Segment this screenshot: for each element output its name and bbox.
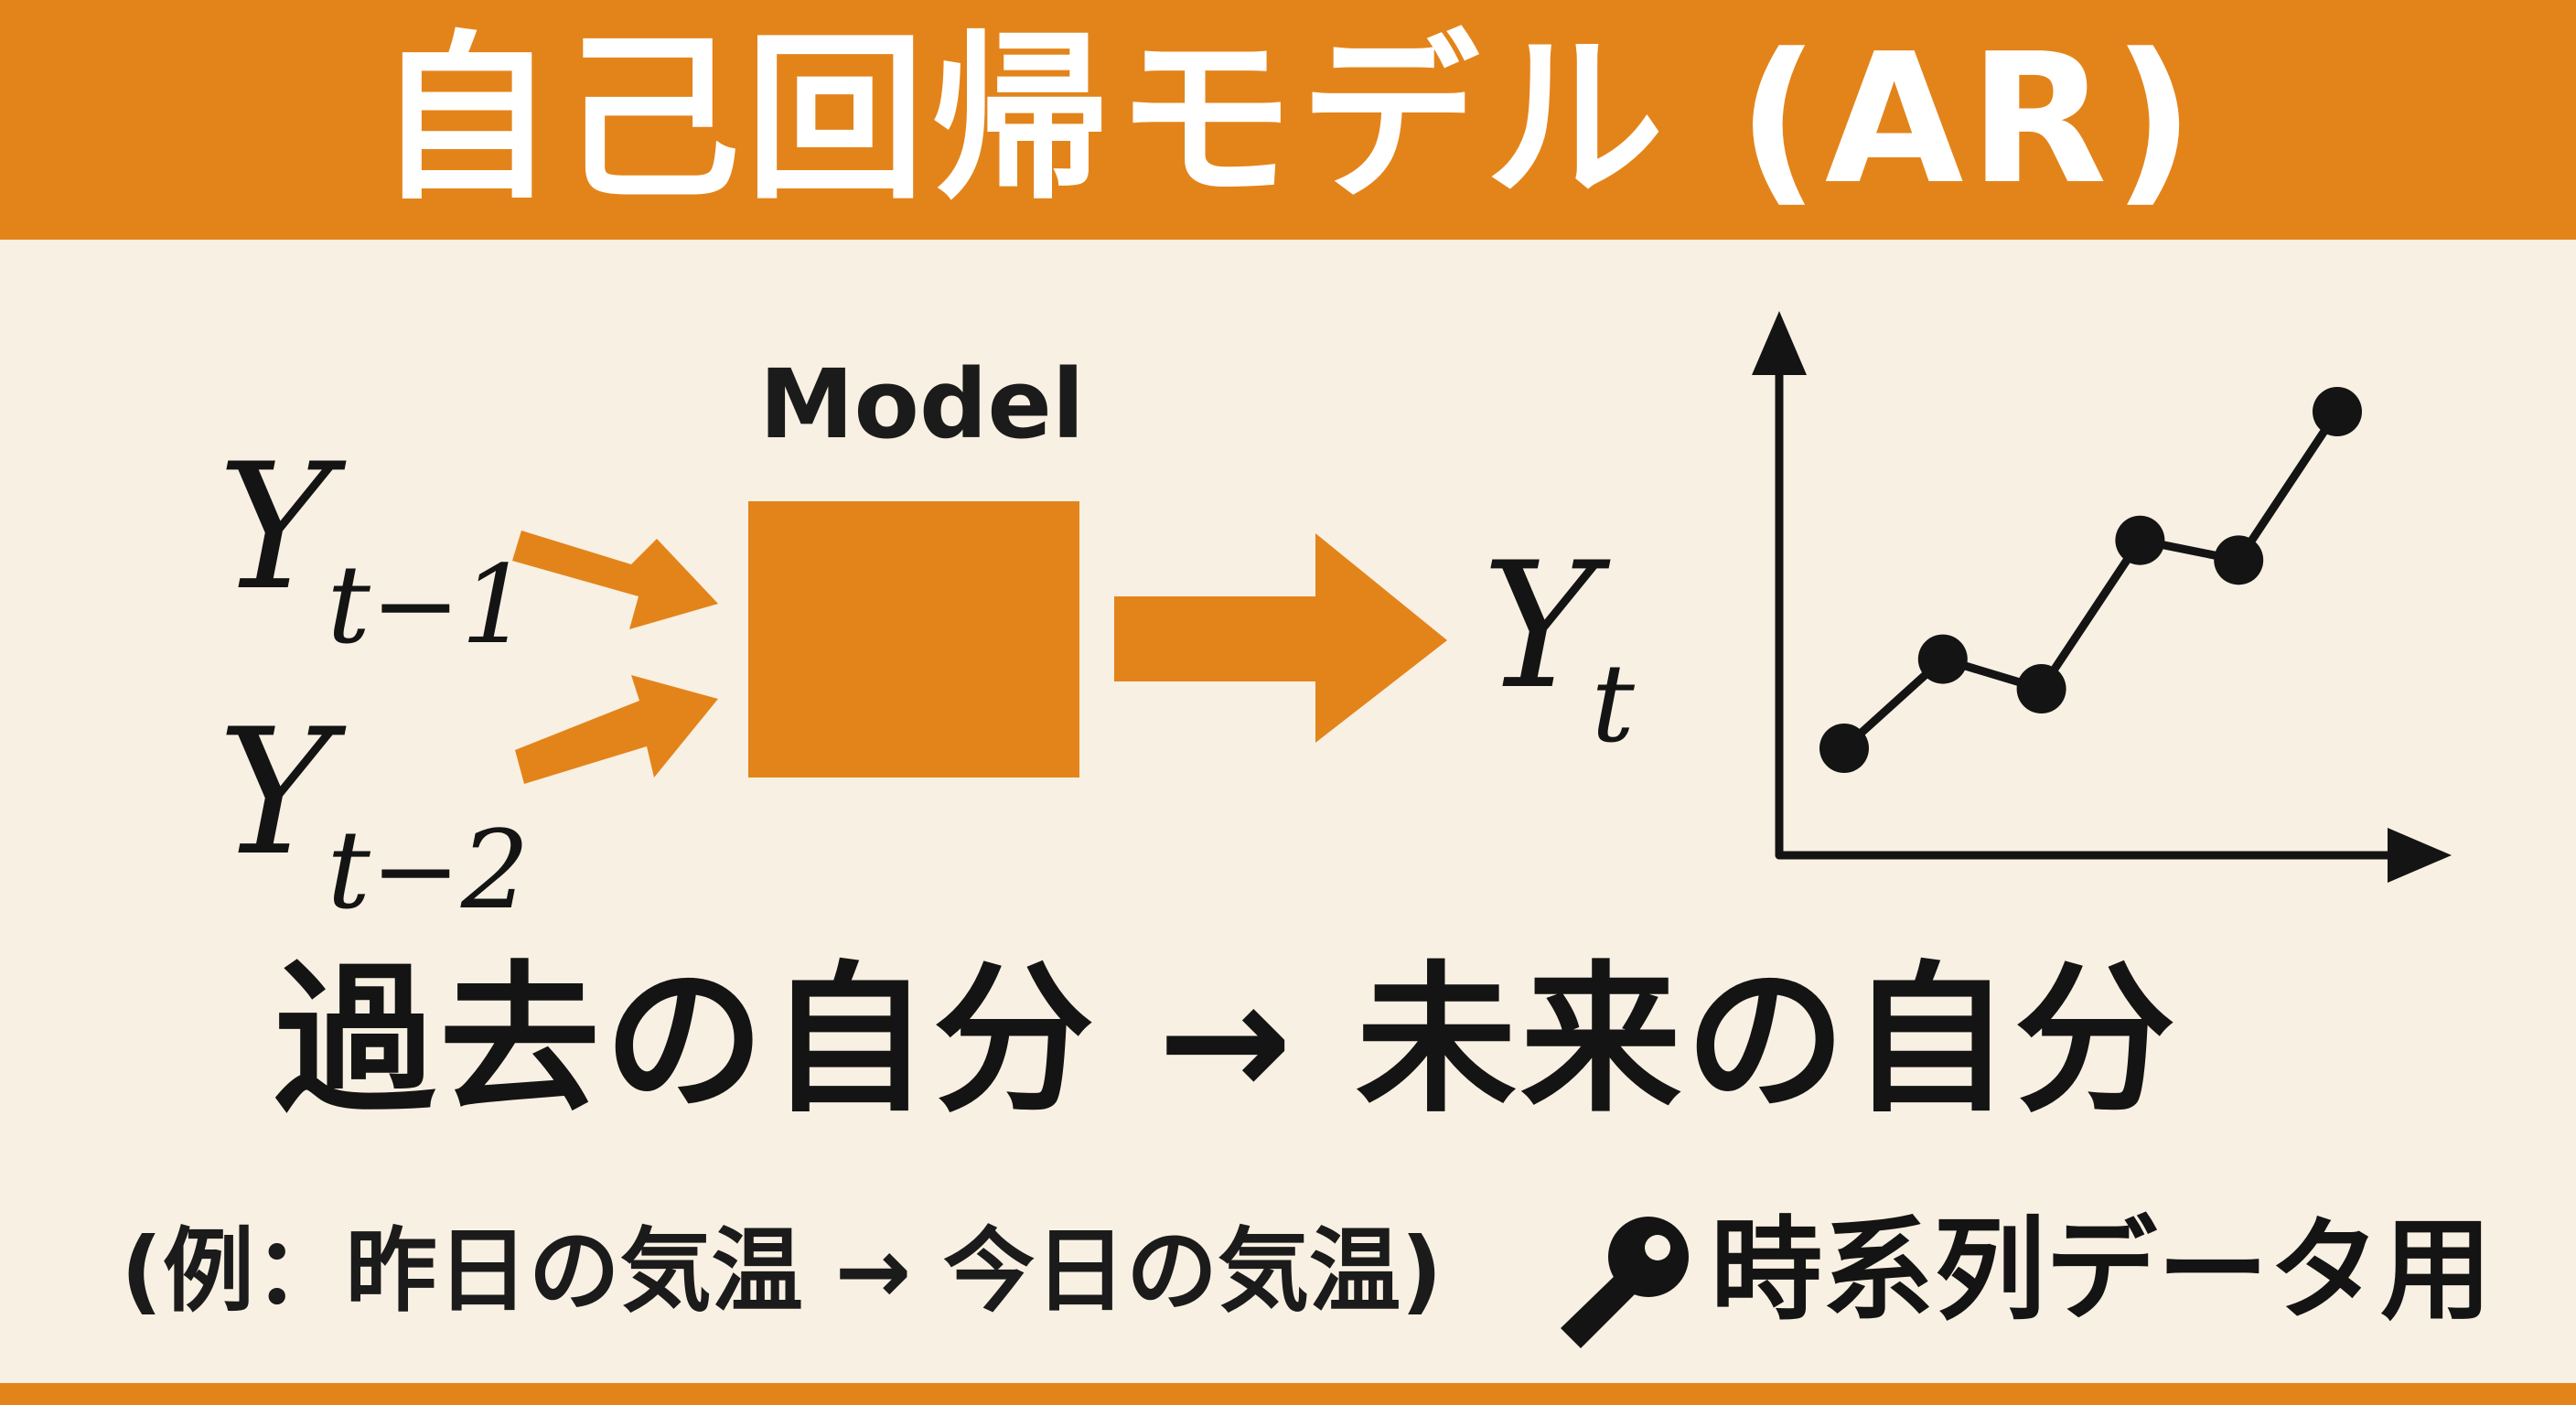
variable-symbol: Y: [1482, 525, 1597, 727]
output-arrow: [1114, 533, 1447, 743]
data-point: [1819, 724, 1869, 773]
bottom-bar: [0, 1383, 2576, 1405]
x-axis-arrowhead: [2388, 828, 2452, 883]
variable-symbol: Y: [218, 692, 333, 894]
model-box: [748, 501, 1079, 778]
timeseries-plot: [1819, 387, 2362, 773]
model-label: Model: [759, 349, 1085, 460]
variable-subscript: t−2: [327, 807, 530, 933]
series-line: [1841, 409, 2341, 752]
data-point: [2214, 535, 2264, 585]
input-arrow-1: [512, 531, 718, 629]
data-point: [2115, 515, 2165, 565]
input-variable-t-minus-2: Yt−2: [218, 706, 530, 925]
variable-subscript: t−1: [327, 542, 530, 668]
y-axis-arrowhead: [1752, 311, 1807, 375]
main-caption: 過去の自分 → 未来の自分: [274, 947, 2180, 1134]
title-banner: 自己回帰モデル (AR): [0, 0, 2576, 240]
variable-subscript: t: [1591, 640, 1635, 767]
timeseries-caption: 時系列データ用: [1711, 1206, 2492, 1335]
output-variable-t: Yt: [1482, 540, 1635, 758]
key-icon: [1561, 1217, 1689, 1348]
data-point: [2016, 664, 2066, 714]
data-point: [1917, 634, 1968, 684]
input-variable-t-minus-1: Yt−1: [218, 441, 530, 660]
data-point: [2313, 387, 2362, 436]
variable-symbol: Y: [218, 426, 333, 628]
page-title: 自己回帰モデル (AR): [375, 16, 2200, 224]
input-arrow-2: [515, 675, 718, 784]
example-caption: (例：昨日の気温 → 今日の気温): [121, 1217, 1443, 1325]
timeseries-axes: [1775, 361, 2401, 860]
